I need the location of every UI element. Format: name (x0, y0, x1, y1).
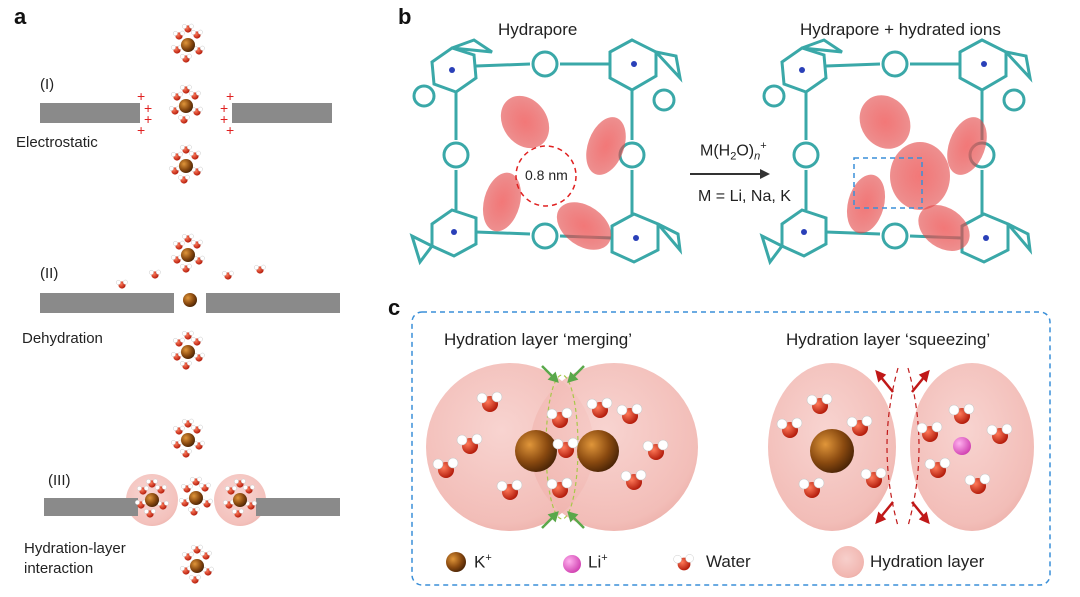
charge-sign: + (144, 111, 153, 127)
k-ion (577, 430, 619, 472)
charge-sign: + (226, 88, 235, 104)
li-ion (953, 437, 971, 455)
hydration-layer (910, 363, 1034, 531)
hydrapore-ions-title: Hydrapore + hydrated ions (800, 20, 1001, 39)
pore-size-circle (515, 145, 577, 207)
charge-sign: + (137, 122, 146, 138)
water-legend-icon (673, 554, 694, 571)
membrane-segment (256, 498, 340, 516)
charge-sign: + (220, 111, 229, 127)
panel-label-c: c (388, 295, 401, 320)
water-molecule (221, 270, 234, 280)
k-ion-legend-icon (446, 552, 466, 572)
merging-title: Hydration layer ‘merging’ (444, 330, 633, 349)
arrow-bottom-label: M = Li, Na, K (698, 188, 791, 205)
panel-c-frame (411, 311, 1051, 586)
water-molecule (253, 264, 266, 274)
hydrated-ion (179, 477, 212, 516)
panel-label-b: b (398, 4, 412, 29)
water-molecule (115, 279, 128, 289)
hydrapore-framework-left (409, 38, 683, 266)
charge-sign: + (144, 100, 153, 116)
hydrated-ion (169, 145, 202, 184)
charge-sign: + (220, 100, 229, 116)
stage-1-roman: (I) (40, 76, 55, 93)
stage-2-label: Dehydration (22, 330, 103, 347)
panel-label-a: a (14, 4, 27, 29)
li-ion-legend-icon (563, 555, 581, 573)
hydrated-ion (171, 24, 204, 63)
hydrated-ion (180, 545, 213, 584)
stage-1-label: Electrostatic (16, 134, 98, 151)
legend-li-label: Li+ (588, 552, 608, 572)
membrane-segment (232, 103, 332, 123)
k-ion (183, 293, 197, 307)
stage-3-roman: (III) (48, 472, 71, 489)
merge-arrows (541, 365, 585, 529)
charge-sign: + (226, 122, 235, 138)
squeezing-title: Hydration layer ‘squeezing’ (786, 330, 991, 349)
arrow-top-label: M(H2O)n+ (700, 140, 767, 163)
squeeze-arrows (875, 369, 930, 525)
k-ion (515, 430, 557, 472)
charge-sign: + (137, 88, 146, 104)
legend-water-label: Water (706, 552, 751, 571)
hydrated-ion (171, 331, 204, 370)
hydrated-ion (169, 85, 202, 124)
hydrapore-framework-right (759, 38, 1033, 266)
stage-3-label-line1: Hydration-layer (24, 540, 126, 557)
membrane-segment (206, 293, 340, 313)
selection-dashed-box (853, 157, 923, 209)
hydrated-ion (171, 419, 204, 458)
k-ion (810, 429, 854, 473)
stage-3-label-line2: interaction (24, 560, 94, 577)
hydration-layer-legend-icon (832, 546, 864, 578)
legend-hydration-label: Hydration layer (870, 552, 985, 571)
water-molecule (148, 269, 161, 279)
membrane-segment (44, 498, 138, 516)
pore-size-label: 0.8 nm (525, 167, 568, 183)
hydrapore-title: Hydrapore (498, 20, 578, 39)
legend-k-label: K+ (474, 552, 492, 572)
hydrated-ion (171, 234, 204, 273)
membrane-segment (40, 103, 140, 123)
stage-2-roman: (II) (40, 265, 59, 282)
membrane-segment (40, 293, 174, 313)
